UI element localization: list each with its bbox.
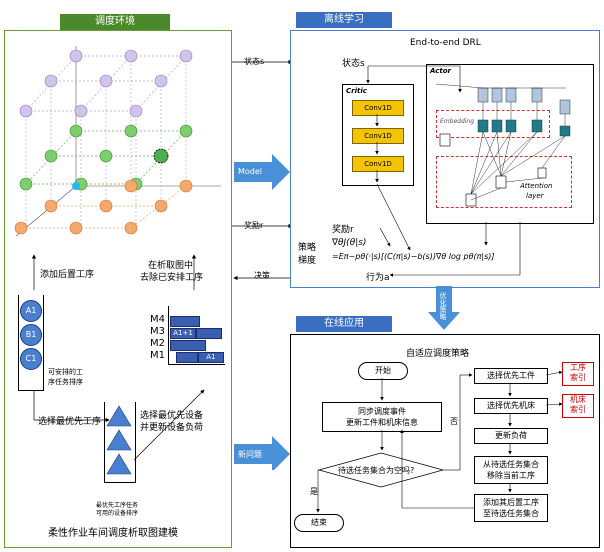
select-operation-label: 选择最优先工序 bbox=[38, 417, 102, 427]
gantt-bar-m1b: A1 bbox=[198, 352, 224, 363]
formula-line-1: ∇θJ(θ|s) bbox=[332, 238, 367, 248]
machine-index-line-1: 机床 bbox=[570, 395, 586, 404]
queue-item-a: A1 bbox=[20, 300, 42, 322]
operation-index-line-1: 工序 bbox=[570, 363, 586, 372]
sync-event-box: 同步调度事件 更新工件和机床信息 bbox=[322, 402, 442, 432]
online-application-panel bbox=[290, 334, 600, 548]
policy-label: 策略 bbox=[298, 243, 317, 253]
select-machine-label-1: 选择最优先设备 bbox=[140, 411, 204, 421]
gantt-label-m2: M2 bbox=[150, 338, 165, 349]
queue-item-c: C1 bbox=[20, 348, 42, 370]
check-diamond bbox=[318, 452, 444, 488]
scheduling-environment-title: 调度环境 bbox=[60, 14, 170, 30]
critic-conv-3: Conv1D bbox=[352, 156, 404, 172]
machine-caption-1: 最优先工序任务 bbox=[96, 502, 139, 509]
end-node: 结束 bbox=[294, 514, 344, 532]
gantt-bar-m1a bbox=[176, 352, 198, 363]
operation-index-line-2: 索引 bbox=[570, 373, 586, 382]
no-label: 否 bbox=[450, 417, 458, 426]
remove-node-label-1: 在析取图中 bbox=[148, 261, 194, 271]
offline-learning-title: 离线学习 bbox=[296, 12, 392, 28]
reward-label: 奖励r bbox=[332, 225, 354, 235]
attention-region bbox=[436, 156, 572, 208]
state-arrow-label: 状态s bbox=[244, 57, 265, 66]
gradient-label: 梯度 bbox=[298, 256, 317, 266]
step-update-load: 更新负荷 bbox=[474, 428, 548, 444]
online-connectors bbox=[316, 370, 563, 513]
new-event-arrow-label: 新问题 bbox=[238, 450, 262, 459]
machine-index-line-2: 索引 bbox=[570, 405, 586, 414]
formula-line-2: =Eπ~pθ(·|s)[(C(π|s)−b(s))∇θ log pθ(π|s)] bbox=[332, 252, 495, 261]
machine-caption-2: 可用的设备排序 bbox=[96, 510, 139, 517]
gantt-bar-m4 bbox=[170, 316, 200, 327]
left-panel-caption: 柔性作业车间调度析取图建模 bbox=[48, 528, 178, 539]
action-label: 行为a bbox=[366, 273, 390, 283]
step-select-machine: 选择优先机床 bbox=[474, 398, 548, 414]
check-label: 待选任务集合为空吗? bbox=[338, 466, 415, 475]
queue-caption-2: 序任务排序 bbox=[48, 378, 83, 386]
strategy-arrow-label: 优化策略 bbox=[439, 292, 447, 320]
queue-caption-1: 可安排的工 bbox=[48, 368, 83, 376]
critic-label: Critic bbox=[346, 87, 367, 95]
gantt-label-m3: M3 bbox=[150, 326, 165, 337]
step-add-line-2: 至待选任务集合 bbox=[483, 509, 539, 518]
embedding-region bbox=[436, 110, 550, 138]
add-successor-label: 添加后置工序 bbox=[40, 270, 95, 280]
embedding-label: Embedding bbox=[440, 118, 475, 125]
yes-label: 是 bbox=[310, 487, 318, 496]
step-add-line-1: 添加其后置工序 bbox=[483, 498, 539, 507]
select-machine-label-2: 并更新设备负荷 bbox=[140, 423, 204, 433]
sync-line-1: 同步调度事件 bbox=[358, 407, 406, 416]
strategy-down-arrow bbox=[428, 286, 460, 330]
center-arrows bbox=[232, 59, 293, 470]
offline-connectors bbox=[366, 65, 521, 277]
step-select-job: 选择优先工件 bbox=[474, 368, 548, 384]
drl-title: End-to-end DRL bbox=[410, 38, 481, 48]
state-label: 状态s bbox=[342, 59, 365, 69]
operation-index-tag: 工序 索引 bbox=[562, 362, 594, 386]
step-remove-op: 从待选任务集合 移除当前工序 bbox=[474, 456, 548, 484]
gantt-axes bbox=[168, 306, 225, 365]
step-add-successor: 添加其后置工序 至待选任务集合 bbox=[474, 494, 548, 522]
model-arrow-label: Model bbox=[238, 167, 263, 176]
actor-network bbox=[435, 83, 571, 207]
queue-item-b: B1 bbox=[20, 324, 42, 346]
attention-label-2: layer bbox=[526, 192, 544, 200]
start-node: 开始 bbox=[358, 362, 408, 380]
critic-conv-1: Conv1D bbox=[352, 100, 404, 116]
online-subtitle: 自适应调度策略 bbox=[406, 349, 470, 359]
machine-queue bbox=[104, 402, 136, 483]
decision-arrow-label: 决策 bbox=[254, 271, 270, 280]
actor-label: Actor bbox=[430, 67, 451, 75]
machine-index-tag: 机床 索引 bbox=[562, 394, 594, 418]
gantt-bar-m3a: A1+1 bbox=[170, 328, 196, 339]
left-flow-arrows bbox=[31, 254, 205, 461]
remove-node-label-2: 去除已安排工序 bbox=[140, 273, 204, 283]
attention-label-1: Attention bbox=[520, 182, 553, 190]
step-remove-line-2: 移除当前工序 bbox=[487, 471, 535, 480]
gantt-label-m1: M1 bbox=[150, 350, 165, 361]
gantt-label-m4: M4 bbox=[150, 314, 165, 325]
machine-triangles bbox=[106, 405, 132, 475]
sync-line-2: 更新工件和机床信息 bbox=[346, 418, 418, 427]
step-remove-line-1: 从待选任务集合 bbox=[483, 460, 539, 469]
online-application-title: 在线应用 bbox=[296, 316, 392, 332]
reward-arrow-label: 奖励r bbox=[244, 221, 264, 230]
gantt-bar-m2 bbox=[170, 340, 206, 351]
critic-conv-2: Conv1D bbox=[352, 128, 404, 144]
disjunctive-graph bbox=[14, 46, 221, 237]
gantt-bar-m3b bbox=[196, 328, 222, 339]
